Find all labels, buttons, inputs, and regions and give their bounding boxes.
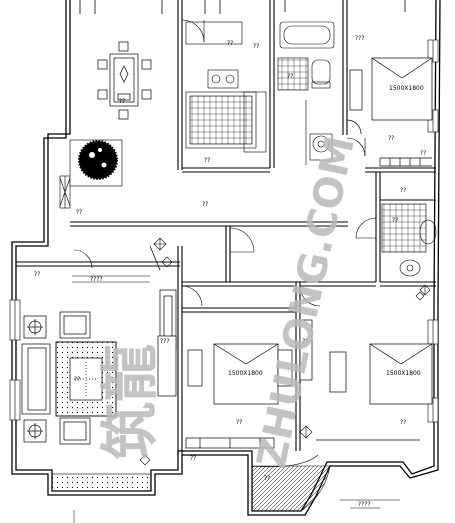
label-balcony-bottom: ?? [264,475,270,482]
kitchen-fixtures [181,19,267,153]
hall-doors [73,227,321,307]
label-kitchen-top: ?? [227,40,233,47]
label-living-rule: ???? [90,276,103,283]
windows [9,39,439,423]
watermark: 筑龍 ZHULONG.COM [96,132,364,472]
label-bedroom-mid-door: ??? [160,338,170,345]
label-bed-mid-size: 1500X1800 [228,370,263,377]
potted-plant [69,139,123,187]
label-bedroom-ne: ?? [388,135,394,142]
label-bedroom-right: ?? [400,419,406,426]
top-tick-marks [79,0,406,14]
label-dining: ?? [119,98,125,105]
label-kitchen-side: ?? [253,43,259,50]
label-small-bath: ?? [392,217,398,224]
label-balcony-left: ?? [190,455,196,462]
bedroom-mid [157,335,293,449]
label-entry-door: ?? [400,187,406,194]
bedroom-ne [346,57,433,167]
label-bed-ne-size: 1500X1800 [389,85,424,92]
dimension-rule [73,499,400,523]
curved-balcony [251,454,331,512]
label-bedroom-mid: ?? [236,419,242,426]
watermark-chinese: 筑龍 [96,344,164,460]
label-bath-right: ??? [355,35,365,42]
label-living-top: ?? [34,271,40,278]
label-bath-top: ?? [287,73,293,80]
label-bed-right-size: 1500X1800 [386,370,421,377]
label-bedroom-right-door: ?? [302,338,308,345]
small-bath-fixtures [355,203,437,277]
dining-table [97,41,152,120]
label-right-rule: ???? [358,501,371,508]
bedroom-right [299,319,433,441]
living-room-furniture [21,245,177,445]
room-labels: ?? ?? ?? ?? ?? ??? ?? ?? 1500X1800 ?? ??… [34,35,426,508]
label-hall-left: ?? [76,209,82,216]
bath-fixtures [277,21,366,165]
watermark-latin: ZHULONG.COM [249,132,364,472]
label-living-rug: ?? [74,376,80,383]
label-kitchen: ?? [204,157,210,164]
outer-walls [11,0,441,516]
balcony-left [51,473,152,492]
label-hall-center: ?? [202,201,208,208]
label-bedroom-ne-sign: ?? [420,150,426,157]
small-plants [139,237,431,466]
